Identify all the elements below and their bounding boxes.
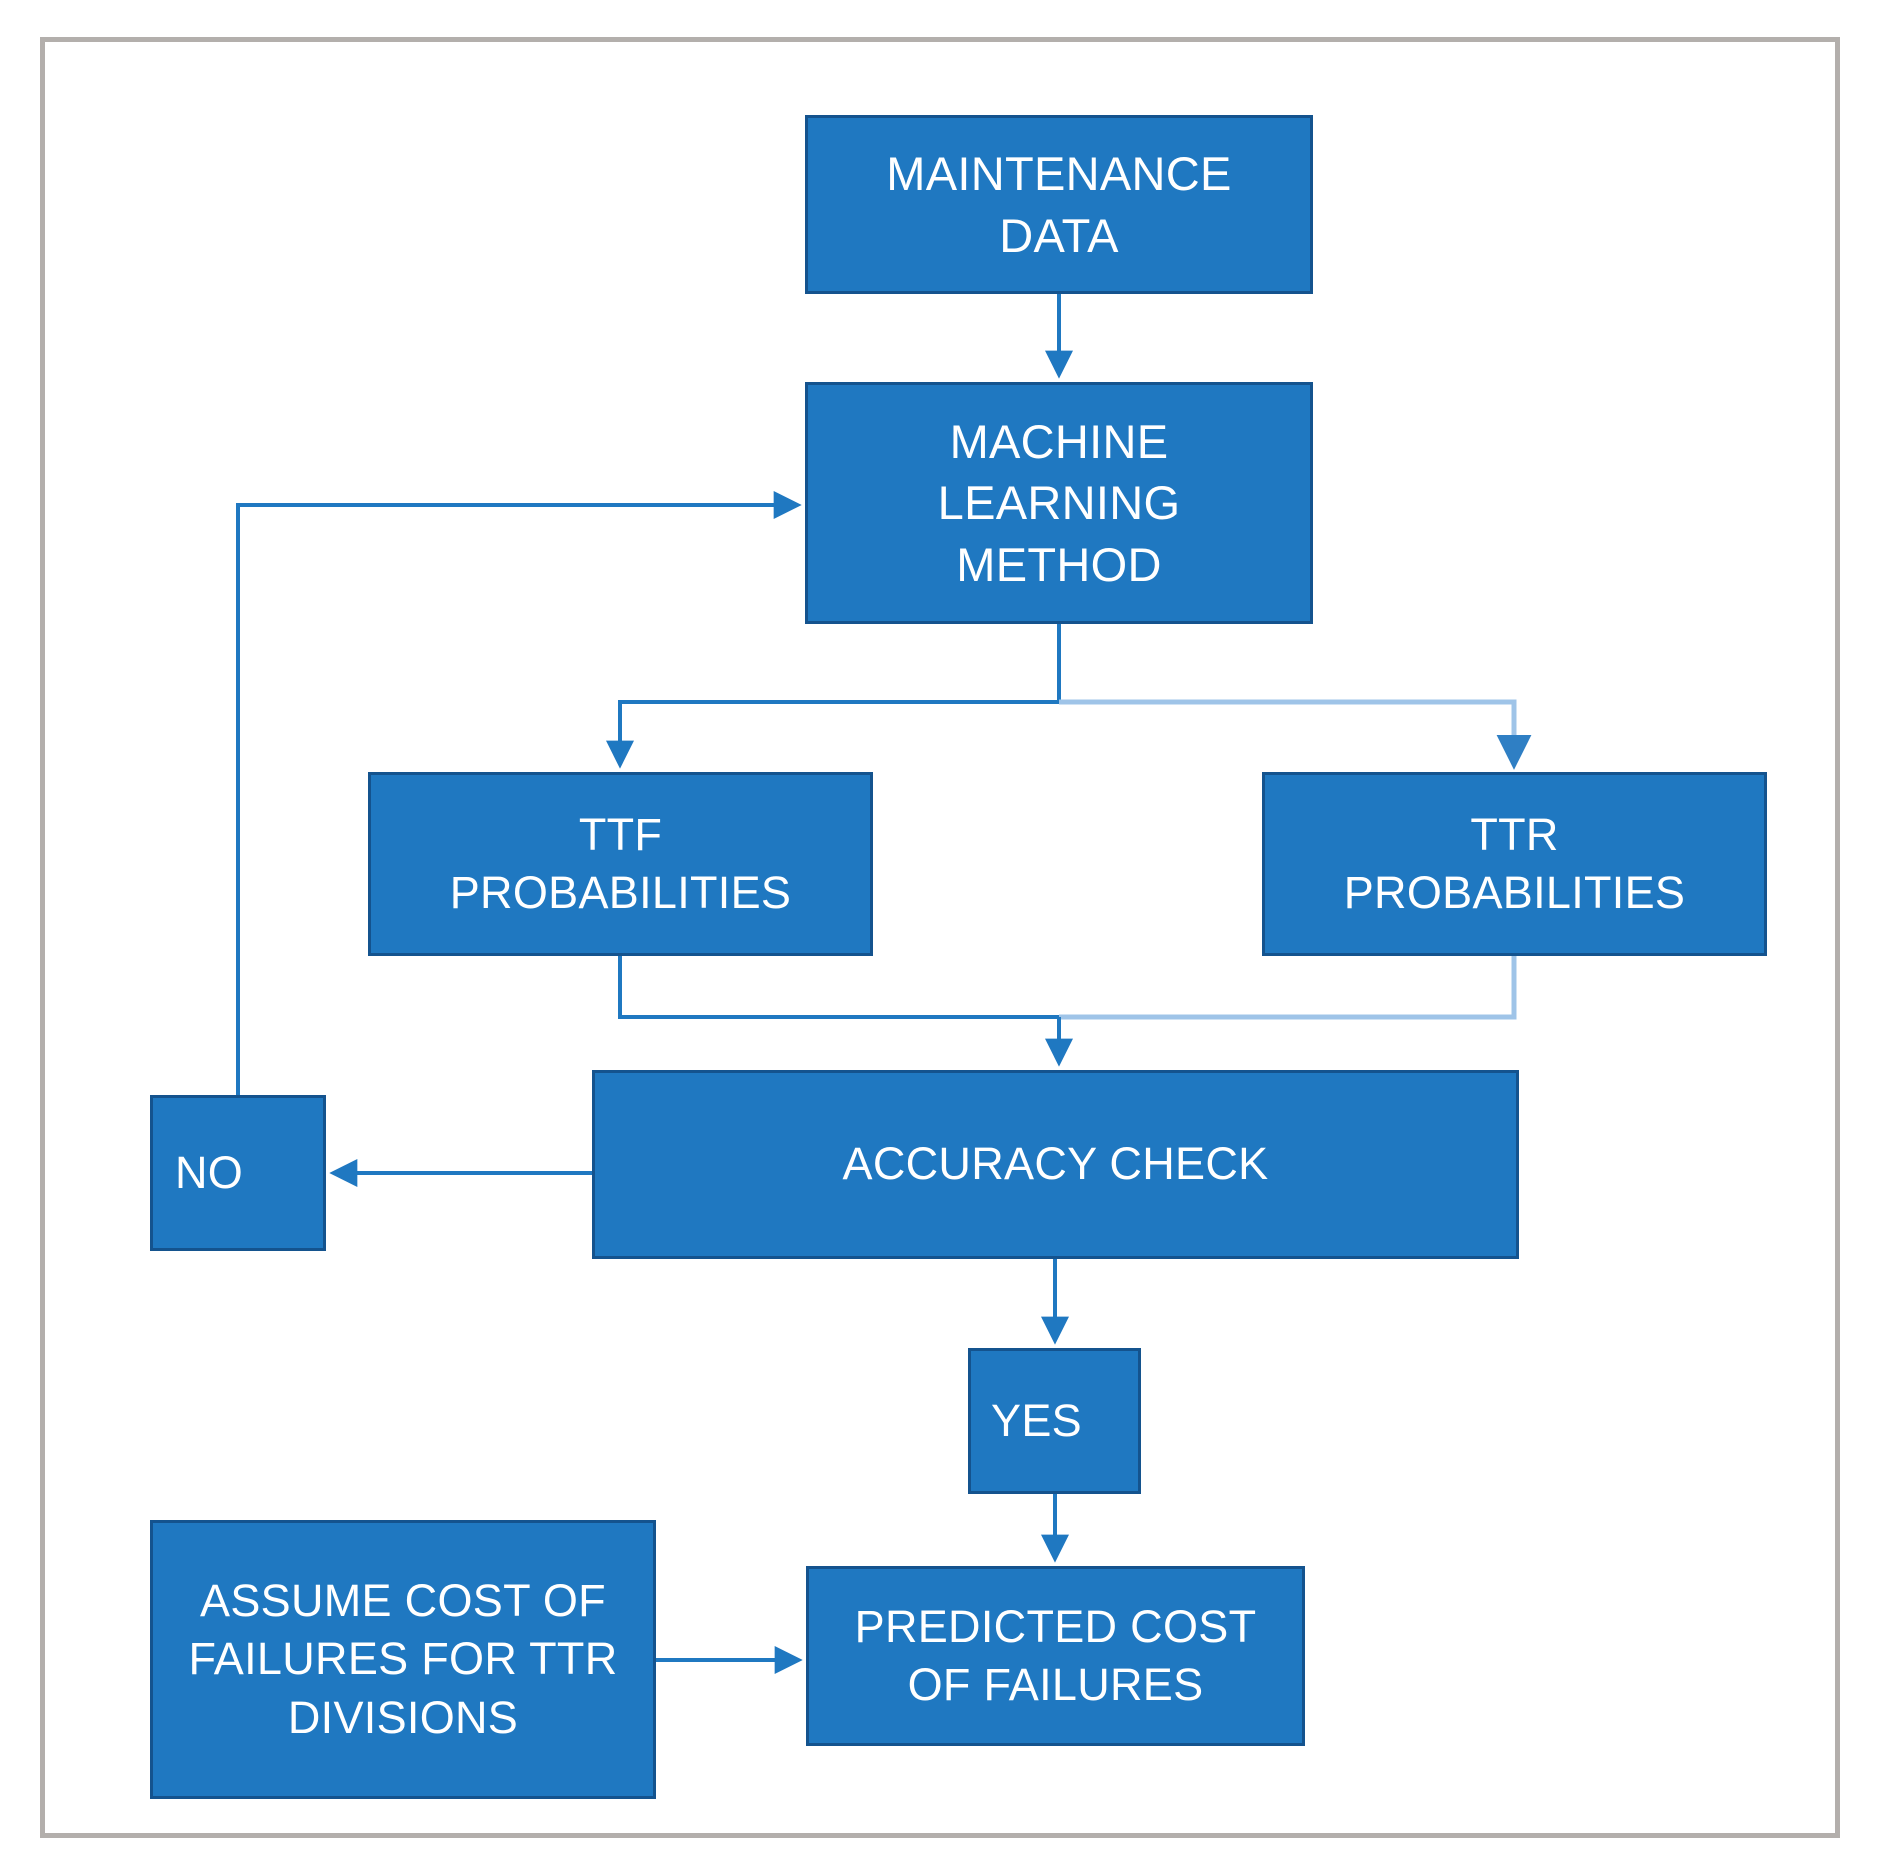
node-yes[interactable]: YES [968,1348,1141,1494]
node-accuracy-check-label: ACCURACY CHECK [842,1138,1269,1190]
node-accuracy-check[interactable]: ACCURACY CHECK [592,1070,1519,1259]
node-yes-label: YES [991,1394,1082,1446]
node-no-label: NO [175,1146,244,1198]
node-no[interactable]: NO [150,1095,326,1251]
